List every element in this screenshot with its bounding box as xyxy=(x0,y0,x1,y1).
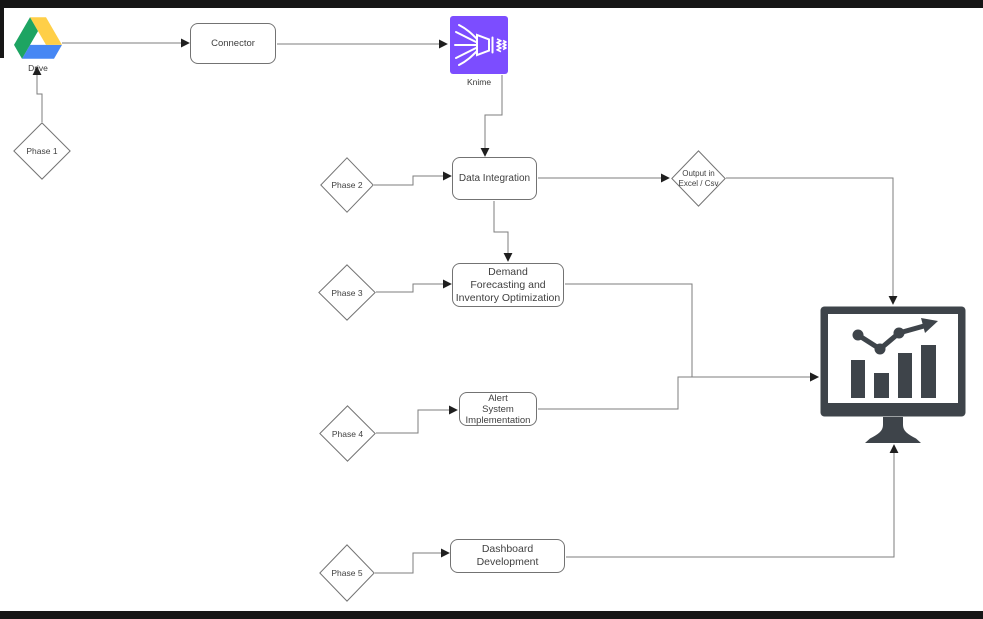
edge-data-integration-to-demand xyxy=(493,201,513,262)
phase1-diamond[interactable]: Phase 1 xyxy=(13,122,71,180)
diamond-shape xyxy=(318,264,376,321)
monitor-node[interactable] xyxy=(820,306,966,443)
edge-demand-to-monitor xyxy=(565,283,819,382)
edge-phase1-to-drive xyxy=(32,66,43,122)
alert-system-label: Alert System Implementation xyxy=(465,392,531,426)
dashboard-development-label: Dashboard Development xyxy=(476,543,539,568)
knime-funnel-icon xyxy=(450,16,508,74)
dashboard-monitor-icon xyxy=(820,306,966,443)
diamond-shape xyxy=(13,122,71,180)
phase5-label: Phase 5 xyxy=(331,568,363,578)
output-diamond[interactable]: Output in Excel / Csv xyxy=(671,150,726,207)
output-label: Output in Excel / Csv xyxy=(678,169,719,188)
edge-phase4-to-alert xyxy=(376,405,458,434)
edge-phase2-to-data-integration xyxy=(374,171,452,186)
edge-alert-to-monitor xyxy=(538,372,819,410)
drive-label: Drive xyxy=(28,63,48,73)
knime-node[interactable] xyxy=(450,16,508,74)
demand-forecasting-node[interactable]: Demand Forecasting and Inventory Optimiz… xyxy=(452,263,564,307)
edge-output-to-monitor xyxy=(726,177,898,305)
diamond-shape xyxy=(320,157,374,213)
demand-forecasting-label: Demand Forecasting and Inventory Optimiz… xyxy=(455,265,561,304)
diamond-shape xyxy=(319,544,375,602)
data-integration-node[interactable]: Data Integration xyxy=(452,157,537,200)
alert-system-node[interactable]: Alert System Implementation xyxy=(459,392,537,426)
left-frame-bar xyxy=(0,0,4,58)
phase5-diamond[interactable]: Phase 5 xyxy=(319,544,375,602)
phase3-label: Phase 3 xyxy=(331,287,363,298)
phase3-diamond[interactable]: Phase 3 xyxy=(318,264,376,321)
google-drive-icon xyxy=(14,17,62,59)
drive-node[interactable] xyxy=(14,16,62,60)
edge-phase3-to-demand xyxy=(376,279,452,293)
knime-label: Knime xyxy=(466,77,492,87)
connector-label: Connector xyxy=(211,38,255,49)
diamond-shape xyxy=(319,405,376,462)
data-integration-label: Data Integration xyxy=(458,173,531,184)
edge-knime-to-data-integration xyxy=(480,75,503,157)
dashboard-development-node[interactable]: Dashboard Development xyxy=(450,539,565,573)
top-frame-bar xyxy=(0,0,983,8)
phase2-diamond[interactable]: Phase 2 xyxy=(320,157,374,213)
phase1-label: Phase 1 xyxy=(26,146,58,156)
phase4-diamond[interactable]: Phase 4 xyxy=(319,405,376,462)
edge-phase5-to-dashboard xyxy=(375,548,450,574)
phase2-label: Phase 2 xyxy=(331,180,363,190)
edge-dashboard-to-monitor xyxy=(566,444,899,558)
connector-node[interactable]: Connector xyxy=(190,23,276,64)
diamond-shape xyxy=(671,150,726,207)
phase4-label: Phase 4 xyxy=(331,428,364,439)
bottom-frame-bar xyxy=(0,611,983,619)
